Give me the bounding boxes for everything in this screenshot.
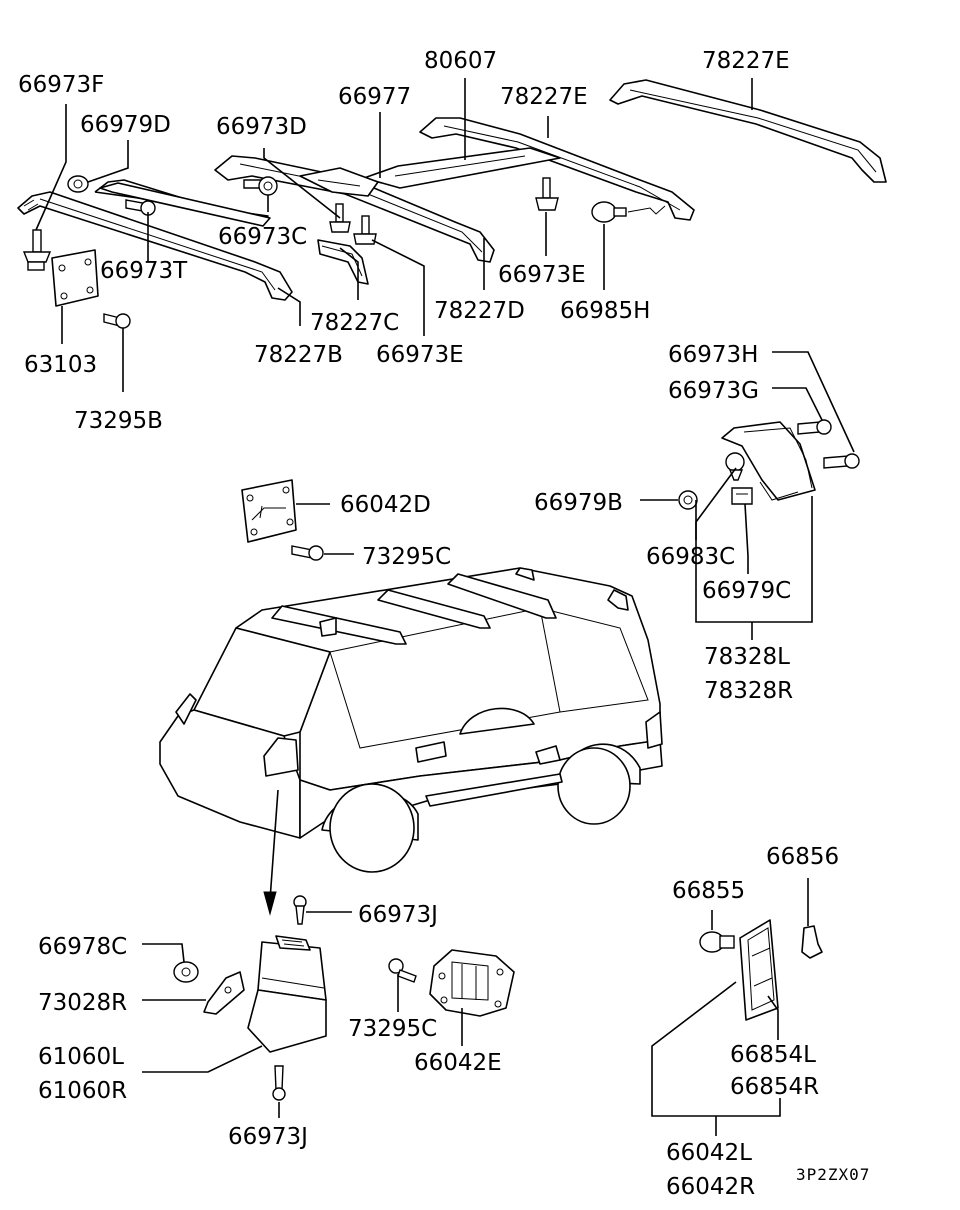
label-61060R: 61060R: [38, 1078, 127, 1104]
bracket-73028R: [203, 971, 245, 1015]
bolt-66973E-left: [353, 215, 377, 245]
label-66856: 66856: [766, 844, 839, 870]
label-78227D: 78227D: [434, 298, 525, 324]
label-73295C-a: 73295C: [362, 544, 451, 570]
screw-66973T: [125, 199, 156, 216]
label-66973G: 66973G: [668, 378, 759, 404]
label-66978C: 66978C: [38, 934, 127, 960]
label-66973F: 66973F: [18, 72, 104, 98]
corner-trim-78328: [721, 421, 816, 501]
roof-rail-78227B: [17, 191, 293, 301]
label-61060L: 61060L: [38, 1044, 124, 1070]
label-66854R: 66854R: [730, 1074, 819, 1100]
label-66983C: 66983C: [646, 544, 735, 570]
label-66979D: 66979D: [80, 112, 171, 138]
label-66985H: 66985H: [560, 298, 650, 324]
clip-66983C: [725, 452, 745, 481]
label-66973T: 66973T: [100, 258, 188, 284]
screw-66973J-upper: [293, 895, 307, 925]
screw-73295C-lower: [388, 958, 417, 983]
screw-73295B: [103, 313, 131, 329]
roof-rail-78227E-front: [419, 117, 695, 221]
label-66977: 66977: [338, 84, 411, 110]
label-63103: 63103: [24, 352, 97, 378]
screw-66973G: [797, 419, 832, 435]
arrow-to-lamp: [263, 789, 279, 916]
bolt-66973D: [329, 203, 351, 233]
label-73295B: 73295B: [74, 408, 163, 434]
crossbar-66977: [299, 167, 379, 197]
label-66973E-b: 66973E: [498, 262, 586, 288]
label-78227E-a: 78227E: [500, 84, 588, 110]
label-66973H: 66973H: [668, 342, 758, 368]
label-66979B: 66979B: [534, 490, 623, 516]
label-66855: 66855: [672, 878, 745, 904]
label-66973J-a: 66973J: [358, 902, 438, 928]
roof-rail-78227D: [214, 155, 495, 263]
label-66973D: 66973D: [216, 114, 307, 140]
screw-66973H: [823, 453, 860, 469]
bolt-66973F: [22, 229, 52, 271]
label-78227C: 78227C: [310, 310, 399, 336]
plate-63103: [51, 249, 99, 307]
label-66973C: 66973C: [218, 224, 307, 250]
label-66042D: 66042D: [340, 492, 431, 518]
bracket-66042L: [739, 919, 779, 1021]
leaders-bottom-left: [142, 911, 463, 1118]
label-66042E: 66042E: [414, 1050, 502, 1076]
label-78328L: 78328L: [704, 644, 790, 670]
label-80607: 80607: [424, 48, 497, 74]
clip-66979C: [731, 487, 753, 505]
leaders-top: [35, 78, 753, 392]
screw-73295C-upper: [291, 545, 324, 561]
clip-66979D: [67, 175, 89, 193]
roof-rail-78227C: [94, 179, 369, 285]
label-78227E-b: 78227E: [702, 48, 790, 74]
bolt-66973E-right: [535, 177, 559, 211]
vehicle-body: [159, 567, 663, 873]
diagram-code: 3P2ZX07: [796, 1165, 870, 1184]
label-66979C: 66979C: [702, 578, 791, 604]
label-66973J-b: 66973J: [228, 1124, 308, 1150]
label-78328R: 78328R: [704, 678, 793, 704]
bracket-66042E: [429, 949, 515, 1017]
label-66042R: 66042R: [666, 1174, 755, 1200]
label-66854L: 66854L: [730, 1042, 816, 1068]
label-73028R: 73028R: [38, 990, 127, 1016]
nut-66978C: [173, 961, 199, 983]
leaders-bottom-right: [651, 878, 809, 1136]
bolt-66973C: [243, 176, 278, 196]
label-73295C-b: 73295C: [348, 1016, 437, 1042]
clip-66979B: [678, 490, 698, 510]
label-66973E-a: 66973E: [376, 342, 464, 368]
roof-panel-80607: [363, 147, 561, 189]
screw-66973J-lower: [272, 1065, 286, 1101]
label-66042L: 66042L: [666, 1140, 752, 1166]
grommet-66855: [699, 931, 735, 953]
clip-66856: [801, 925, 823, 959]
rear-lamp-61060: [247, 935, 327, 1053]
nut-66985H: [591, 201, 666, 223]
bracket-66042D: [241, 479, 297, 543]
part-labels: 66973F 66979D 66973T 63103 73295B 66973D…: [18, 48, 870, 1200]
label-78227B: 78227B: [254, 342, 343, 368]
leaders-right-top: [640, 351, 855, 640]
roof-rail-78227E-rear: [609, 79, 887, 183]
leaders-mid: [296, 503, 354, 555]
